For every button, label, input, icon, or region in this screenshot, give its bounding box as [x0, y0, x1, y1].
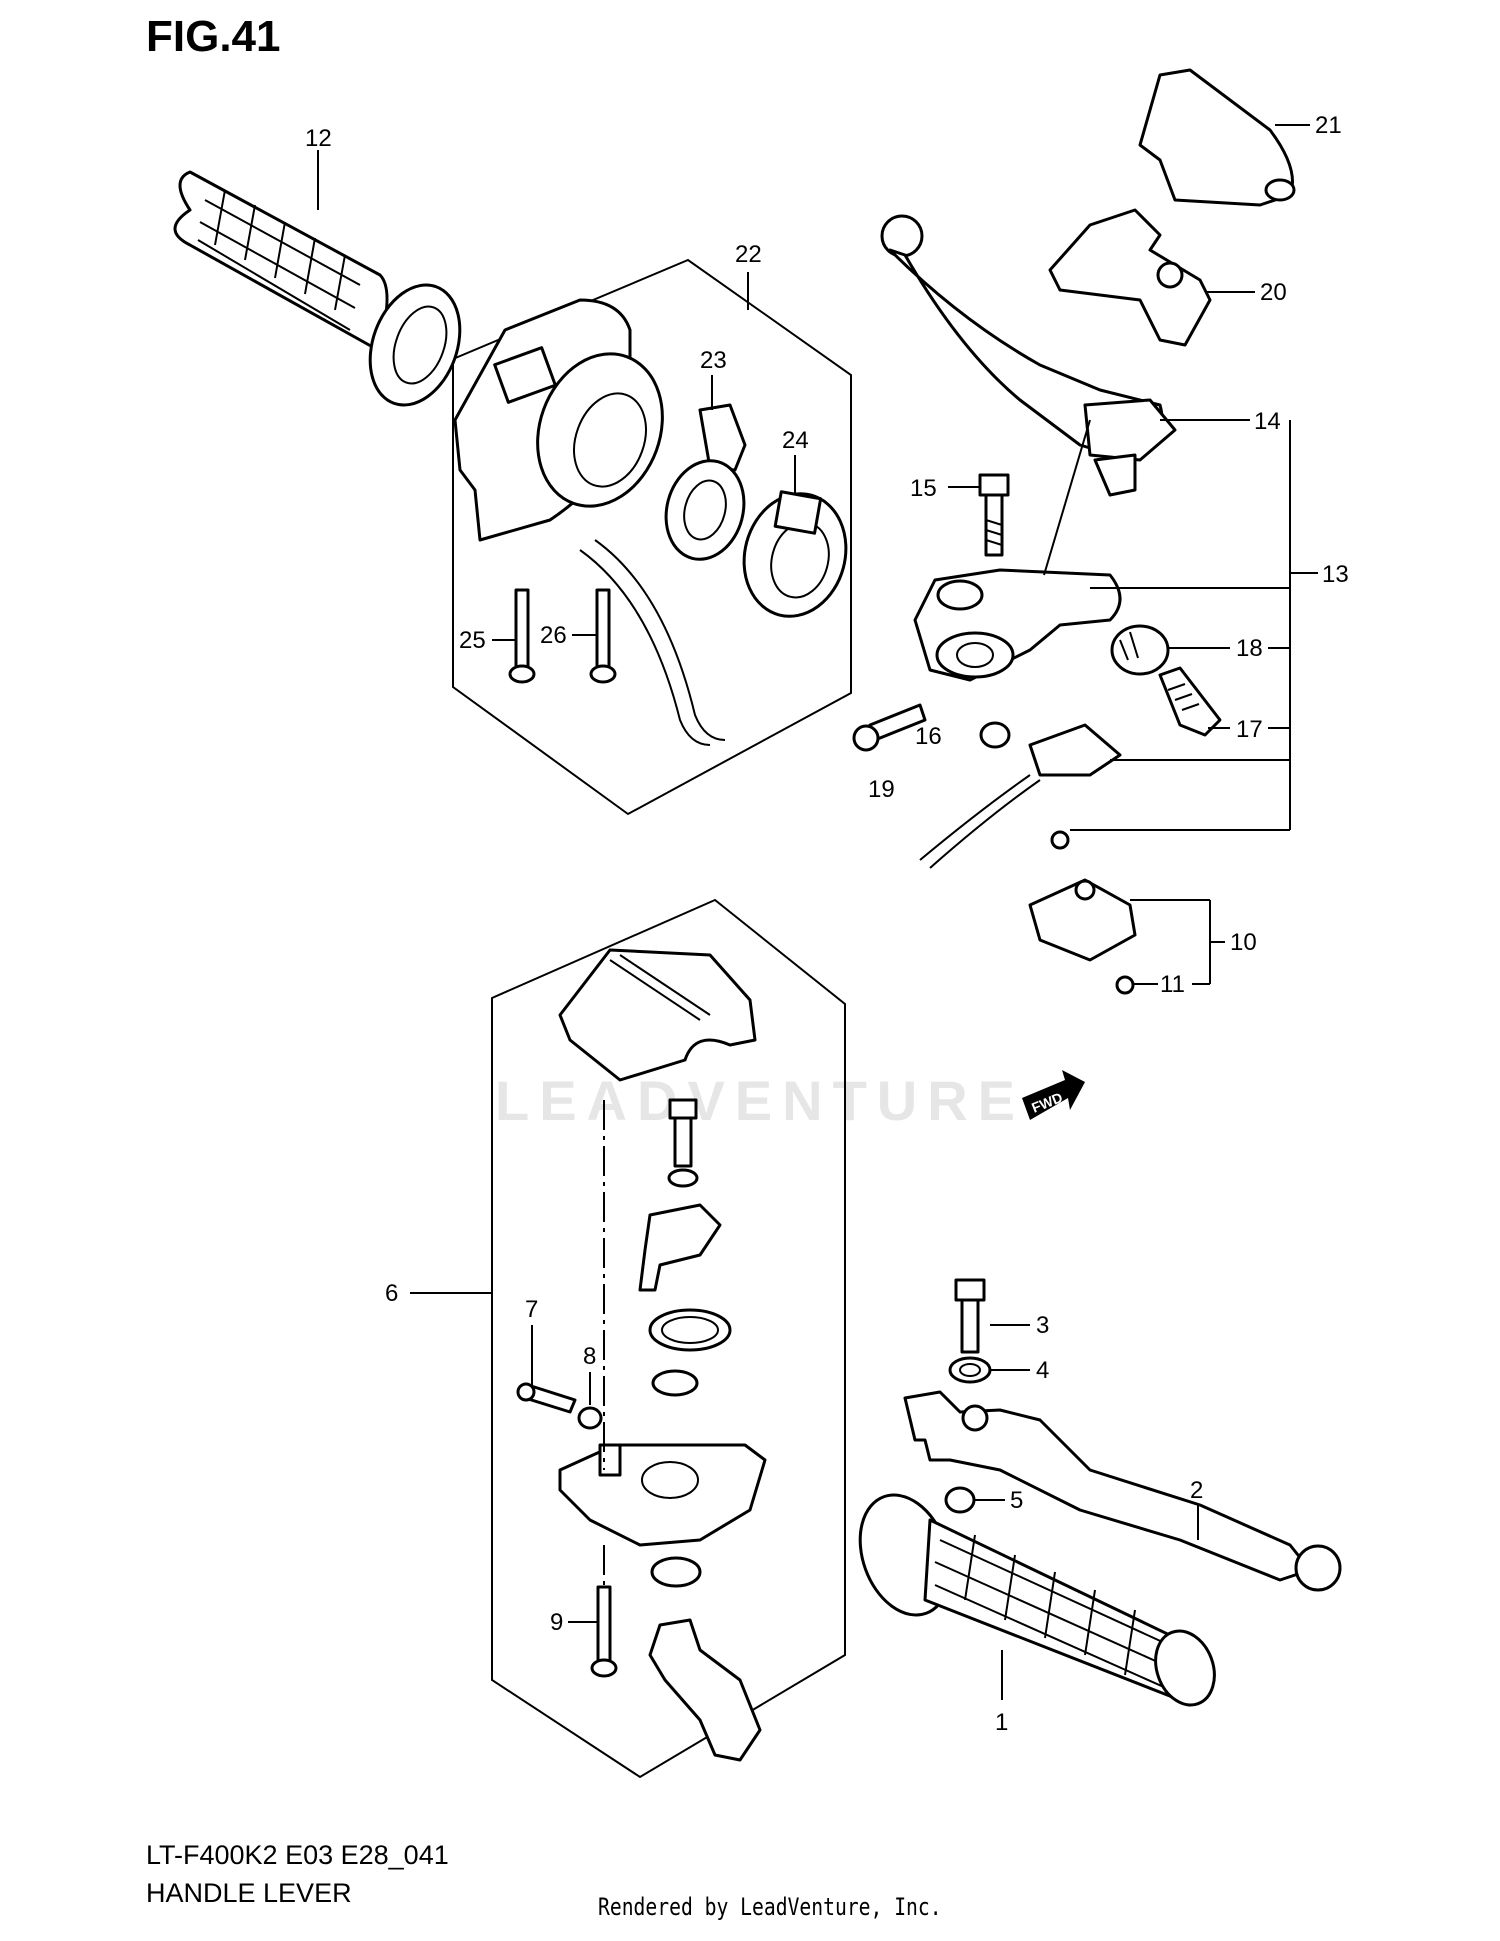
callout-1: 1 — [995, 1709, 1008, 1736]
throttle-cam — [638, 1203, 722, 1292]
callout-15: 15 — [910, 475, 937, 502]
brake-switch-cable — [919, 723, 1122, 869]
leader-lines — [317, 124, 1318, 1700]
bolt-part-3 — [954, 1278, 986, 1354]
callout-10: 10 — [1230, 929, 1257, 956]
callout-11: 11 — [1160, 971, 1185, 998]
throttle-cover — [558, 948, 757, 1082]
assembly-box-22 — [452, 258, 852, 816]
callout-24: 24 — [782, 427, 809, 454]
callout-19: 19 — [868, 776, 895, 803]
adjuster-part-17 — [1158, 666, 1222, 737]
watermark: LEADVENTURE — [495, 1069, 1026, 1132]
left-grip-part-12 — [173, 170, 462, 407]
callout-13: 13 — [1322, 561, 1349, 588]
callout-6: 6 — [385, 1280, 398, 1307]
switch-assembly-part-22 — [453, 298, 726, 746]
throttle-seal — [650, 1556, 702, 1588]
callout-12: 12 — [305, 125, 332, 152]
nut-part-5 — [944, 1486, 976, 1514]
collar-part-24 — [742, 490, 848, 618]
callout-8: 8 — [583, 1343, 596, 1370]
throttle-lever — [648, 1618, 762, 1762]
assembly-box-6 — [491, 898, 846, 1779]
callout-18: 18 — [1236, 635, 1263, 662]
throttle-spring — [648, 1308, 732, 1352]
callout-23: 23 — [700, 347, 727, 374]
switch-part-10 — [1028, 878, 1137, 962]
bolt-part-15 — [978, 473, 1010, 557]
callout-16: 16 — [915, 723, 942, 750]
callout-17: 17 — [1236, 716, 1263, 743]
figure-title: FIG.41 — [146, 12, 281, 61]
callout-21: 21 — [1315, 112, 1342, 139]
screw-part-9 — [590, 1585, 618, 1678]
callout-5: 5 — [1010, 1487, 1023, 1514]
nut-part-16 — [979, 721, 1011, 749]
washer-part-4 — [948, 1356, 992, 1384]
model-code: LT-F400K2 E03 E28_041 — [146, 1840, 449, 1870]
screw-part-7 — [516, 1382, 577, 1414]
figure-caption: HANDLE LEVER — [146, 1878, 352, 1908]
screw-part-26 — [589, 588, 617, 684]
cover-part-21 — [1138, 68, 1296, 207]
callout-9: 9 — [550, 1609, 563, 1636]
screw-part-25 — [508, 588, 536, 684]
throttle-body — [558, 1443, 767, 1547]
callout-25: 25 — [459, 627, 486, 654]
lever-bracket-part-13 — [913, 568, 1122, 682]
bolt-part-19 — [852, 703, 927, 752]
lever-part-2 — [903, 1390, 1342, 1592]
throttle-bolt — [667, 1098, 699, 1188]
fwd-arrow-icon — [1022, 1070, 1085, 1120]
screw-part-11 — [1115, 975, 1135, 995]
right-grip-part-1 — [858, 1493, 1216, 1707]
callout-14: 14 — [1254, 408, 1281, 435]
lever-part-23 — [664, 403, 747, 561]
callout-2: 2 — [1190, 1477, 1203, 1504]
callout-20: 20 — [1260, 279, 1287, 306]
brake-lever-part-14 — [880, 214, 1177, 497]
bracket-part-20 — [1048, 208, 1212, 347]
nut-part-8 — [577, 1406, 603, 1430]
callout-3: 3 — [1036, 1312, 1049, 1339]
knob-part-18 — [1110, 624, 1170, 676]
callout-4: 4 — [1036, 1357, 1049, 1384]
callout-7: 7 — [525, 1296, 538, 1323]
callout-26: 26 — [540, 622, 567, 649]
throttle-washer — [651, 1369, 699, 1397]
callout-22: 22 — [735, 241, 762, 268]
render-credit: Rendered by LeadVenture, Inc. — [598, 1893, 942, 1921]
